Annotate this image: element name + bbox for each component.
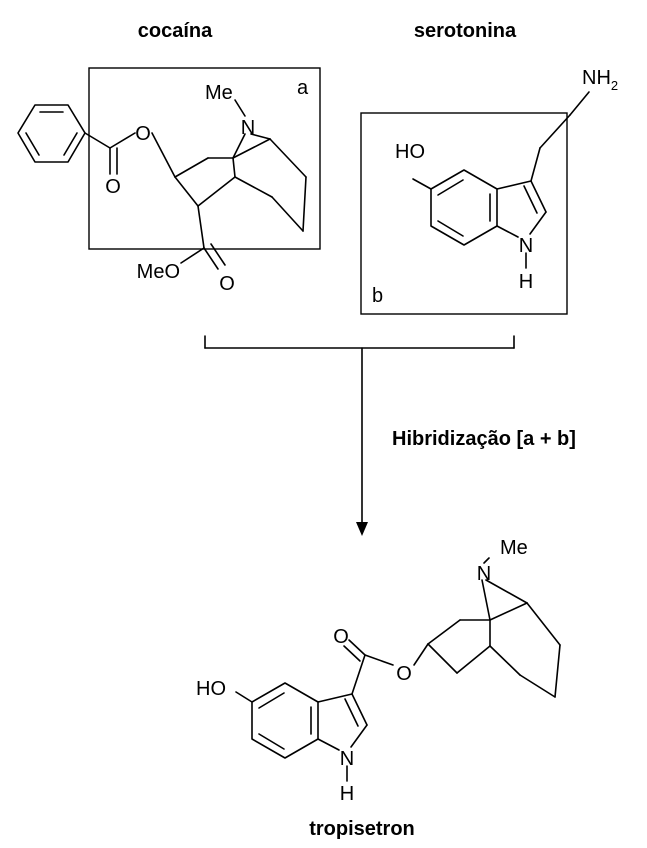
hybridization-bracket	[204, 335, 515, 349]
cocaine-n: N	[241, 117, 255, 139]
box-b	[360, 112, 568, 315]
reaction-arrowhead	[356, 522, 368, 536]
serotonin-ho: HO	[395, 141, 425, 163]
serotonin-n: N	[519, 235, 533, 257]
serotonin-nh2: NH2	[582, 67, 618, 93]
tropisetron-title: tropisetron	[309, 818, 415, 840]
cocaine-ester-o: O	[135, 123, 151, 145]
tropisetron-structure	[235, 557, 561, 782]
tropisetron-ester-o: O	[396, 663, 412, 685]
tropisetron-benzene	[251, 682, 319, 759]
cocaine-title: cocaína	[138, 20, 213, 42]
tropisetron-n: N	[477, 563, 491, 585]
hybridization-label: Hibridização [a + b]	[392, 428, 576, 450]
box-a-label: a	[297, 77, 309, 99]
cocaine-me: Me	[205, 82, 233, 104]
cocaine-methyl-ester-o: O	[219, 273, 235, 295]
tropisetron-ho: HO	[196, 678, 226, 700]
serotonin-structure	[412, 91, 590, 269]
serotonin-benzene	[430, 169, 498, 246]
serotonin-title: serotonina	[414, 20, 517, 42]
cocaine-carbonyl-o: O	[105, 176, 121, 198]
tropisetron-n-indole: N	[340, 748, 354, 770]
box-b-label: b	[372, 285, 383, 307]
cocaine-structure	[17, 99, 307, 270]
tropisetron-carbonyl-o: O	[333, 626, 349, 648]
tropisetron-me: Me	[500, 537, 528, 559]
phenyl-ring	[17, 104, 86, 163]
cocaine-meo: MeO	[137, 261, 180, 283]
serotonin-h: H	[519, 271, 533, 293]
tropisetron-h: H	[340, 783, 354, 805]
